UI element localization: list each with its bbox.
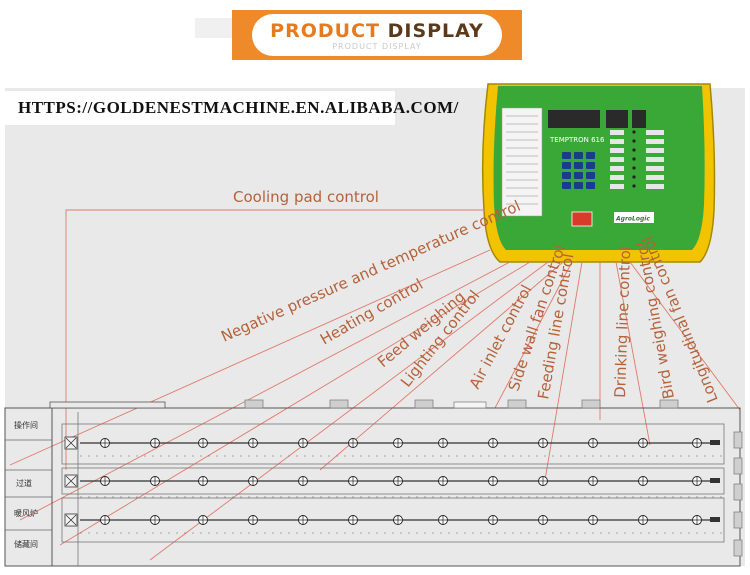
display-mid <box>606 110 628 128</box>
display-left <box>548 110 600 128</box>
side-wall-fans <box>245 400 678 408</box>
controller-model: TEMPTRON 616 <box>549 136 605 144</box>
front-wall <box>50 402 165 408</box>
label-cooling-pad: Cooling pad control <box>233 188 379 206</box>
room-corridor: 过道 <box>16 478 32 488</box>
room-operation: 操作间 <box>14 420 38 430</box>
line-end-hoppers <box>710 440 720 522</box>
line-lighting <box>150 262 548 560</box>
lane-1 <box>62 424 724 464</box>
display-right <box>632 110 646 128</box>
label-negative-pressure: Negative pressure and temperature contro… <box>218 197 523 346</box>
controller-emergency-button[interactable] <box>572 212 592 226</box>
controller-device: TEMPTRON 616 AgroLogic <box>483 84 715 262</box>
label-drinking-line: Drinking line control <box>611 246 634 398</box>
room-heater: 暖风炉 <box>14 508 38 518</box>
controller-brand: AgroLogic <box>615 216 650 223</box>
room-storage: 储藏间 <box>14 539 38 549</box>
house-floor-plan: 操作间 过道 暖风炉 储藏间 <box>5 400 742 566</box>
longitudinal-fans <box>734 432 742 556</box>
